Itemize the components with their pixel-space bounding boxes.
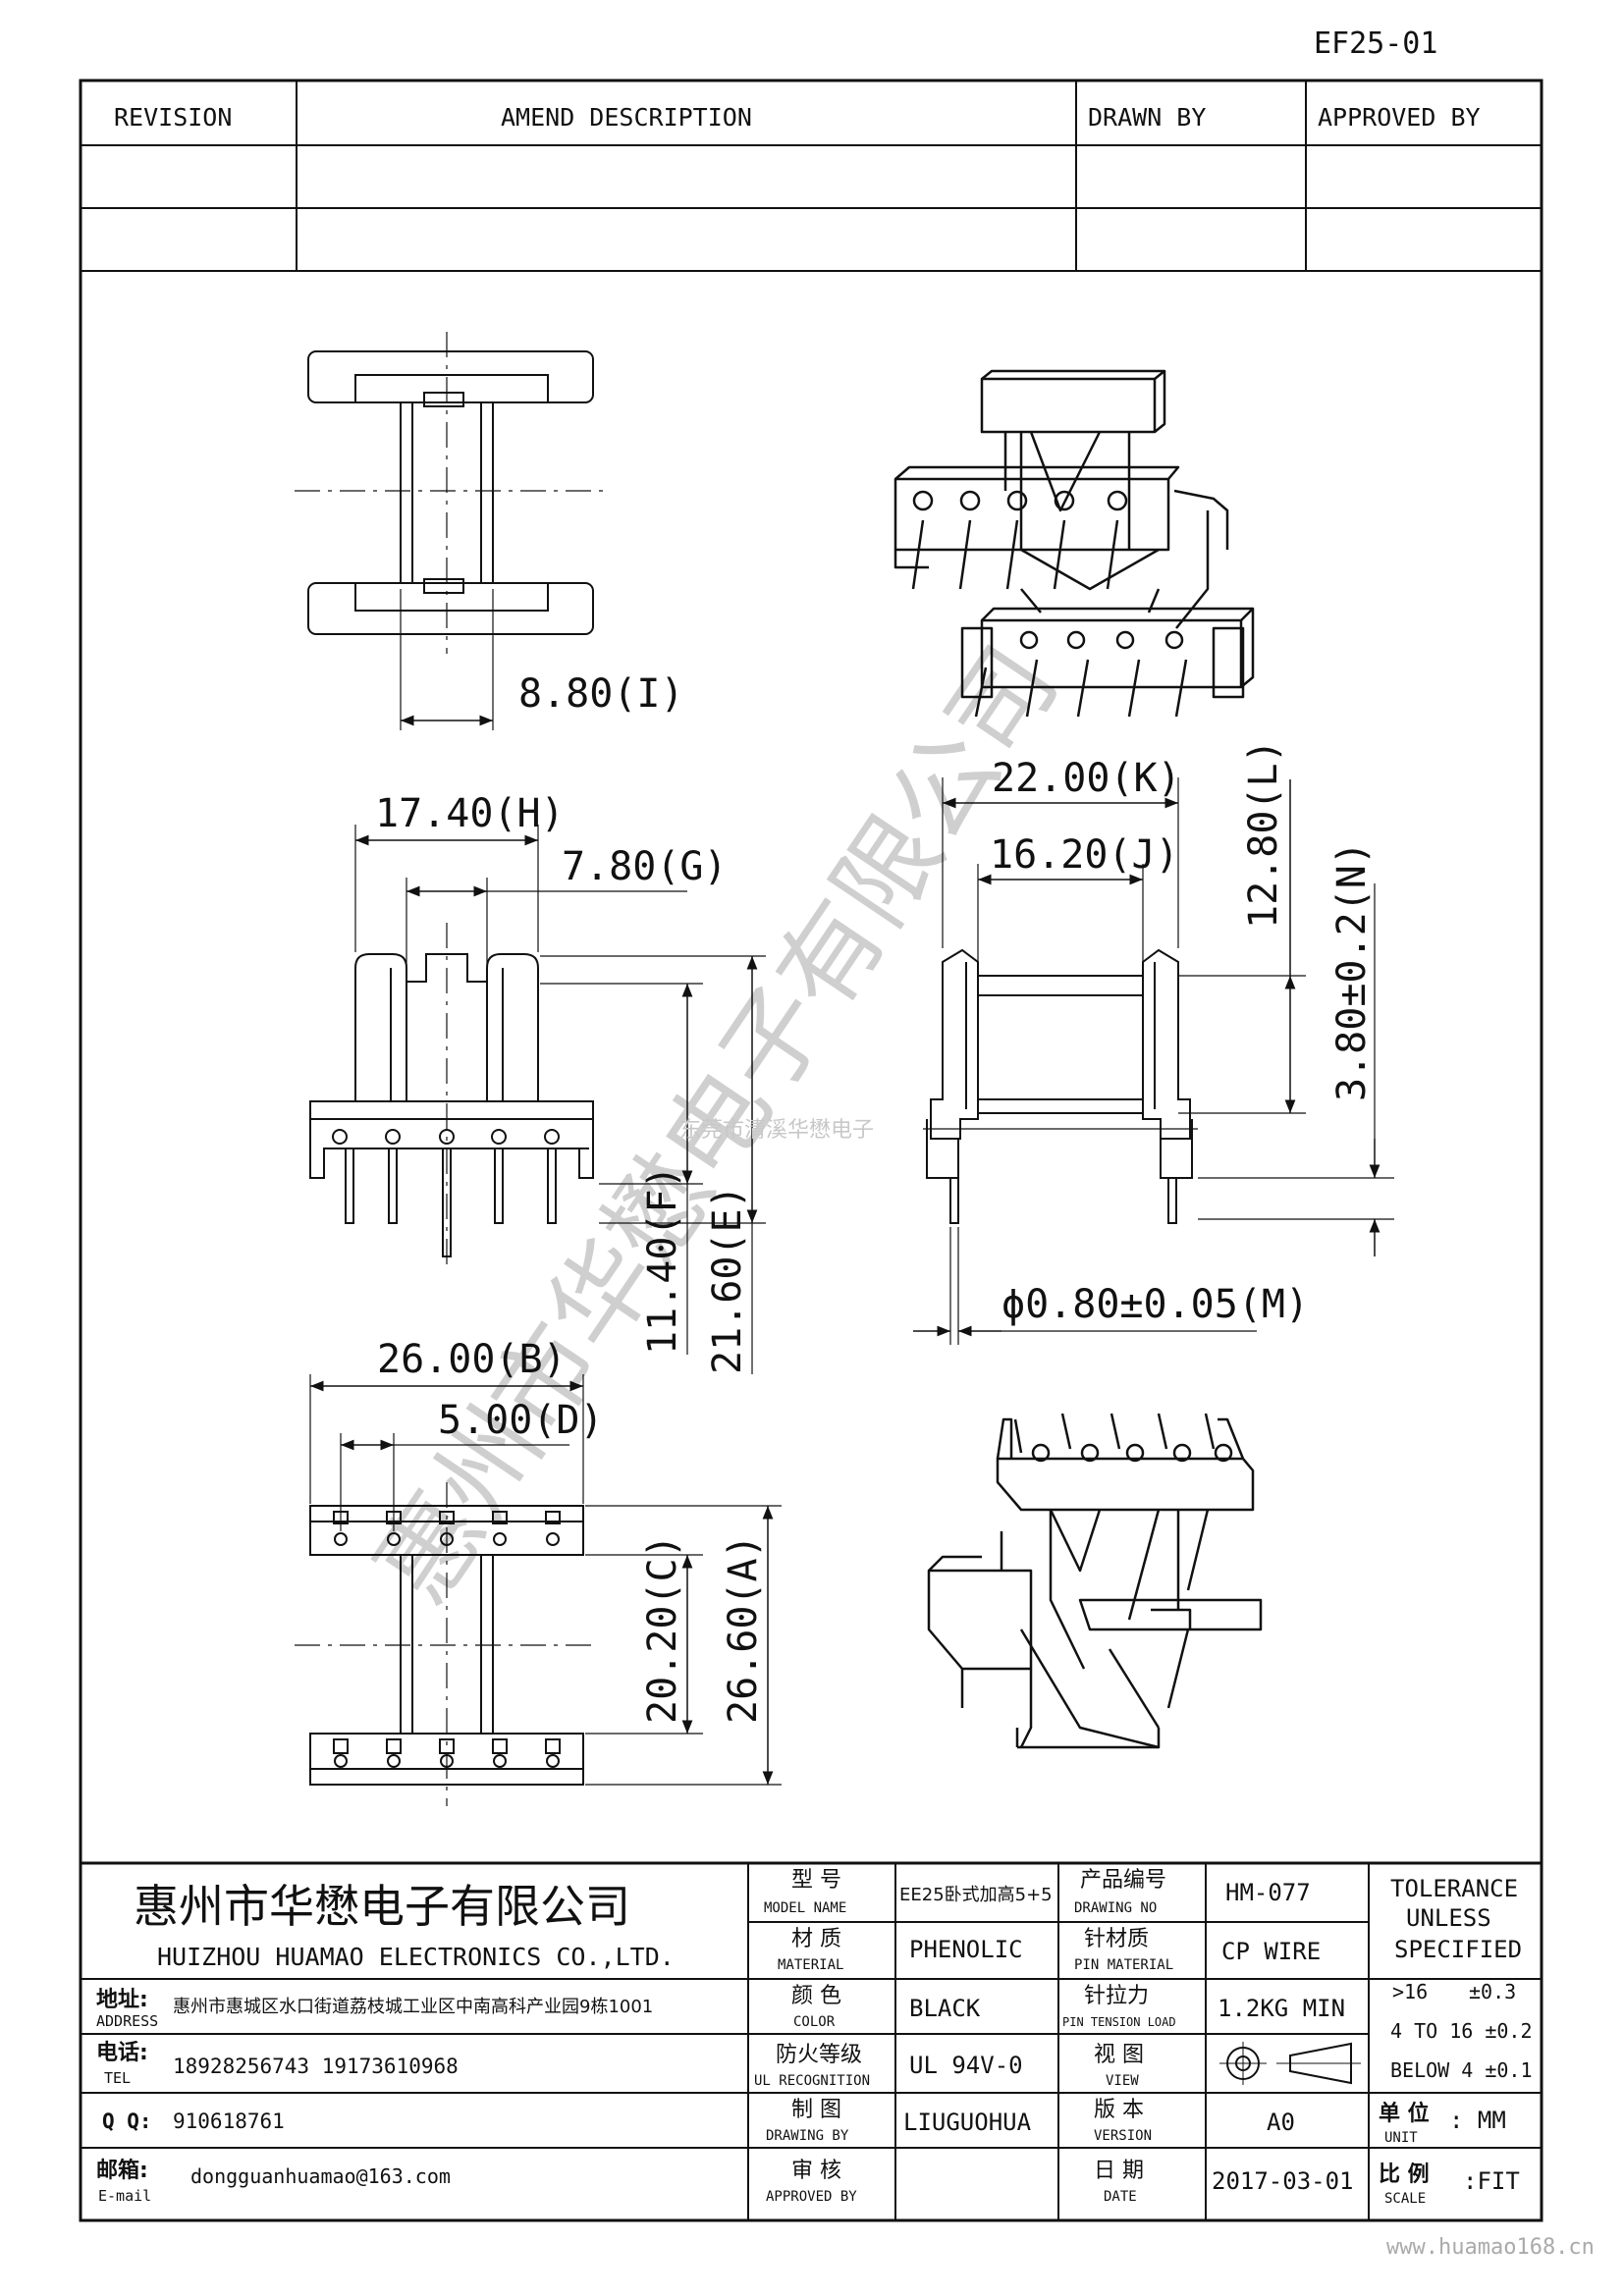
isometric-view-top — [893, 369, 1255, 718]
version-label-en: VERSION — [1094, 2128, 1152, 2144]
pin-tension-label-en: PIN TENSION LOAD — [1062, 2015, 1176, 2029]
pin-material-label-en: PIN MATERIAL — [1074, 1957, 1173, 1973]
amend-description-header: AMEND DESCRIPTION — [501, 103, 752, 132]
dim-A-label: 26.60(A) — [721, 1534, 766, 1724]
product-no-value: HM-077 — [1225, 1879, 1311, 1906]
bottom-view — [295, 1374, 782, 1806]
dim-L-label: 12.80(L) — [1241, 739, 1286, 929]
drawing-border — [79, 79, 1543, 2222]
scale-label-cn: 比 例 — [1379, 2163, 1430, 2187]
tolerance-row-1-value: ±0.3 — [1469, 1980, 1516, 2003]
drawing-number: EF25-01 — [1314, 27, 1437, 61]
scale-label-en: SCALE — [1384, 2191, 1426, 2207]
dim-B-label: 26.00(B) — [377, 1337, 567, 1382]
isometric-view-bottom — [927, 1413, 1263, 1749]
color-value: BLACK — [909, 1995, 981, 2022]
revision-header: REVISION — [114, 103, 232, 132]
tel-label-cn: 电话: — [96, 2041, 148, 2065]
pin-material-label-cn: 针材质 — [1084, 1927, 1149, 1951]
drawing-by-value: LIUGUOHUA — [903, 2109, 1032, 2136]
dim-E-label: 21.60(E) — [705, 1185, 750, 1374]
email-label-cn: 邮箱: — [96, 2158, 148, 2183]
front-view — [309, 825, 766, 1374]
address-label-cn: 地址: — [96, 1988, 148, 2012]
title-block-grid — [81, 1861, 1542, 2220]
model-value: EE25卧式加高5+5 — [899, 1885, 1053, 1905]
color-label-cn: 颜 色 — [791, 1984, 841, 2008]
ul-label-en: UL RECOGNITION — [754, 2073, 870, 2089]
revision-table — [81, 80, 1542, 272]
tolerance-title-2: UNLESS — [1406, 1904, 1491, 1932]
address-label-en: ADDRESS — [96, 2012, 158, 2030]
ul-label-cn: 防火等级 — [776, 2043, 862, 2067]
side-view — [913, 777, 1394, 1345]
approved-by-label-cn: 审 核 — [791, 2159, 841, 2183]
product-no-label-en: DRAWING NO — [1074, 1900, 1157, 1916]
tolerance-title-1: TOLERANCE — [1390, 1875, 1518, 1902]
tolerance-title-3: SPECIFIED — [1394, 1936, 1522, 1963]
dim-N-label: 3.80±0.2(N) — [1329, 841, 1375, 1101]
unit-value: : MM — [1449, 2107, 1506, 2134]
date-label-en: DATE — [1104, 2189, 1137, 2205]
tolerance-row-3: BELOW 4 ±0.1 — [1390, 2058, 1533, 2082]
approved-by-label-en: APPROVED BY — [766, 2189, 857, 2205]
tolerance-row-2: 4 TO 16 ±0.2 — [1390, 2019, 1533, 2043]
qq-value: 910618761 — [173, 2109, 285, 2133]
top-view — [295, 332, 605, 730]
company-name-cn: 惠州市华懋电子有限公司 — [134, 1880, 630, 1933]
version-label-cn: 版 本 — [1094, 2098, 1144, 2122]
drawing-by-label-cn: 制 图 — [791, 2098, 841, 2122]
dim-J-label: 16.20(J) — [990, 832, 1179, 878]
watermark-small: 东莞市清溪华懋电子 — [679, 1118, 874, 1143]
date-value: 2017-03-01 — [1212, 2167, 1354, 2195]
dim-I-label: 8.80(I) — [518, 671, 684, 717]
view-label-en: VIEW — [1106, 2073, 1139, 2089]
qq-label: Q Q: — [102, 2109, 152, 2133]
drawn-by-header: DRAWN BY — [1088, 103, 1206, 132]
version-value: A0 — [1267, 2109, 1295, 2136]
material-label-en: MATERIAL — [778, 1957, 843, 1973]
dim-K-label: 22.00(K) — [992, 756, 1181, 801]
scale-value: :FIT — [1463, 2167, 1520, 2195]
address-value: 惠州市惠城区水口街道荔枝城工业区中南高科产业园9栋1001 — [173, 1997, 653, 2017]
dim-G-label: 7.80(G) — [562, 844, 728, 889]
date-label-cn: 日 期 — [1094, 2159, 1144, 2183]
tolerance-row-1-range: >16 — [1392, 1980, 1428, 2003]
unit-label-en: UNIT — [1384, 2130, 1418, 2146]
pin-tension-value: 1.2KG MIN — [1218, 1995, 1345, 2022]
view-label-cn: 视 图 — [1094, 2043, 1144, 2067]
projection-symbol-icon — [1219, 2042, 1361, 2085]
product-no-label-cn: 产品编号 — [1080, 1868, 1166, 1893]
email-label-en: E-mail — [98, 2187, 151, 2205]
pin-material-value: CP WIRE — [1221, 1938, 1321, 1965]
company-name-en: HUIZHOU HUAMAO ELECTRONICS CO.,LTD. — [157, 1943, 675, 1971]
drawing-by-label-en: DRAWING BY — [766, 2128, 849, 2144]
pin-tension-label-cn: 针拉力 — [1084, 1984, 1149, 2008]
unit-label-cn: 单 位 — [1379, 2101, 1430, 2126]
dim-H-label: 17.40(H) — [375, 791, 565, 836]
material-label-cn: 材 质 — [791, 1927, 841, 1951]
color-label-en: COLOR — [793, 2014, 836, 2030]
model-label-en: MODEL NAME — [764, 1900, 846, 1916]
model-label-cn: 型 号 — [791, 1868, 841, 1893]
approved-by-header: APPROVED BY — [1318, 103, 1481, 132]
email-value: dongguanhuamao@163.com — [190, 2164, 451, 2188]
dim-D-label: 5.00(D) — [438, 1398, 604, 1443]
ul-value: UL 94V-0 — [909, 2052, 1023, 2079]
tel-value: 18928256743 19173610968 — [173, 2055, 459, 2078]
material-value: PHENOLIC — [909, 1936, 1023, 1963]
footer-url: www.huamao168.cn — [1386, 2235, 1595, 2260]
dim-C-label: 20.20(C) — [640, 1534, 685, 1724]
dim-M-label: ϕ0.80±0.05(M) — [1001, 1282, 1309, 1327]
tel-label-en: TEL — [104, 2069, 131, 2087]
dim-F-label: 11.40(F) — [640, 1165, 685, 1355]
